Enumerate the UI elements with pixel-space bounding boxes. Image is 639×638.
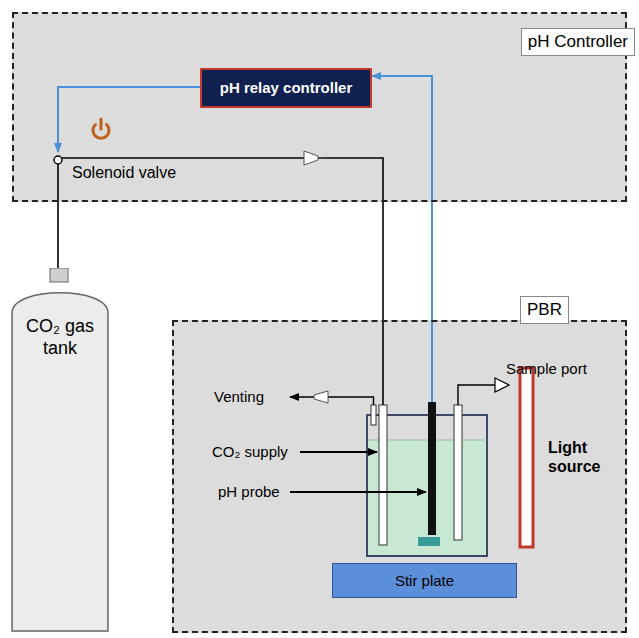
vent-tube [371, 405, 376, 425]
probe-label: pH probe [218, 483, 280, 501]
gas-line [57, 164, 59, 270]
stir-plate: Stir plate [332, 563, 517, 598]
control-signal [58, 87, 200, 152]
gas-tank: CO₂ gas tank [8, 268, 112, 634]
pointer-arrow [300, 451, 377, 453]
stir-bar [418, 537, 440, 546]
node-text: CO₂ gas tank [22, 316, 98, 359]
region-title: pH Controller [521, 28, 635, 56]
tank-neck [50, 268, 68, 282]
light-source-label: Light source [548, 438, 618, 476]
flow-symbol [314, 391, 328, 403]
gas-line [62, 158, 383, 405]
tank-body [12, 293, 108, 631]
flow-symbol [318, 158, 326, 159]
flow-symbol [304, 151, 318, 165]
gas-tube [379, 405, 387, 545]
solenoid-valve-symbol [54, 156, 62, 164]
relay-controller-box: pH relay controller [200, 68, 372, 108]
ph-probe [428, 402, 436, 535]
node-text: pH relay controller [220, 79, 353, 97]
pbr-ground [172, 320, 627, 633]
vent-line [290, 397, 374, 405]
ph-signal [372, 76, 432, 402]
gas-supply-label: CO₂ supply [212, 443, 288, 461]
valve-label: Solenoid valve [72, 163, 176, 182]
light-source [520, 368, 533, 547]
vent-label: Venting [214, 388, 264, 406]
sample-port-label: Sample port [506, 360, 587, 378]
node-text: Stir plate [395, 572, 454, 590]
region-title: PBR [520, 296, 569, 324]
pointer-arrow [290, 491, 426, 493]
sample-port-symbol [495, 378, 509, 392]
sample-line [458, 385, 495, 405]
power-icon [100, 119, 103, 129]
sample-tube [454, 405, 462, 540]
